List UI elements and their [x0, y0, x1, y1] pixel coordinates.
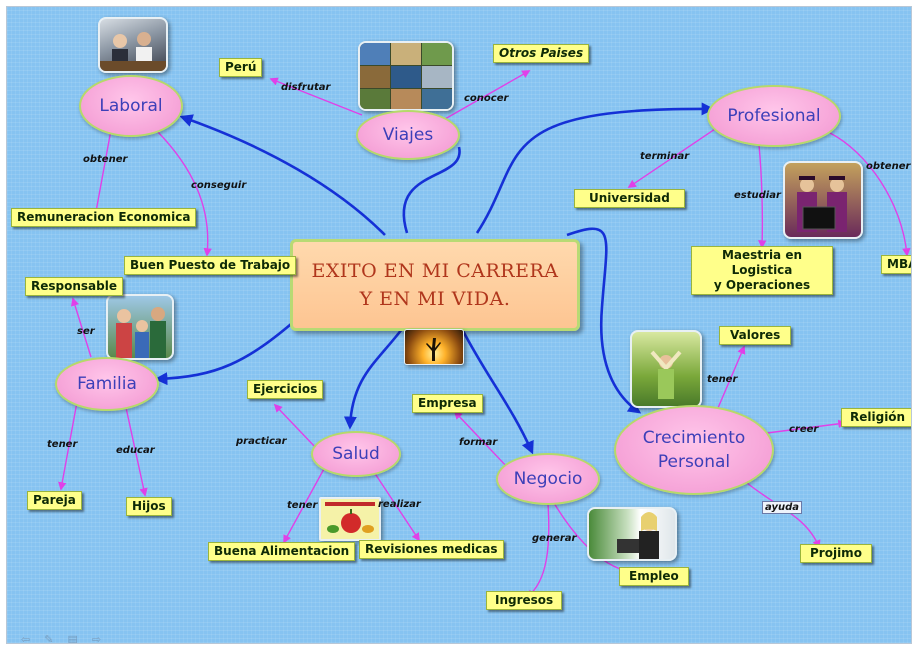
link-central-viajes — [402, 146, 461, 234]
box-responsable[interactable]: Responsable — [25, 277, 123, 296]
node-profesional-label: Profesional — [727, 106, 821, 126]
label-tener-crecimiento: tener — [707, 374, 738, 385]
link-central-laboral — [179, 114, 386, 236]
node-familia-label: Familia — [77, 374, 137, 394]
box-empresa[interactable]: Empresa — [412, 394, 483, 413]
central-topic-line2: Y EN MI VIDA. — [359, 288, 511, 310]
box-maestria[interactable]: Maestria en Logistica y Operaciones — [691, 246, 833, 295]
box-maestria-line1: Maestria en Logistica — [721, 248, 803, 277]
node-profesional[interactable]: Profesional — [707, 85, 841, 147]
node-negocio-label: Negocio — [513, 469, 583, 489]
label-ayuda: ayuda — [762, 501, 802, 514]
box-mba[interactable]: MBA — [881, 255, 911, 274]
box-ingresos[interactable]: Ingresos — [486, 591, 563, 610]
node-viajes-label: Viajes — [382, 125, 434, 145]
box-maestria-line2: y Operaciones — [713, 278, 811, 292]
box-projimo[interactable]: Projimo — [800, 544, 872, 563]
link-central-familia — [154, 318, 298, 386]
travel-collage-photo — [358, 41, 454, 111]
label-tener-familia: tener — [47, 439, 78, 450]
node-crecimiento-line1: Crecimiento — [642, 428, 746, 448]
label-practicar: practicar — [236, 436, 287, 447]
box-universidad[interactable]: Universidad — [574, 189, 685, 208]
label-generar: generar — [532, 533, 577, 544]
label-disfrutar: disfrutar — [281, 82, 331, 93]
box-hijos[interactable]: Hijos — [126, 497, 172, 516]
central-topic[interactable]: EXITO EN MI CARRERA Y EN MI VIDA. — [290, 239, 580, 331]
node-viajes[interactable]: Viajes — [356, 110, 460, 160]
box-buen-puesto-de-trabajo[interactable]: Buen Puesto de Trabajo — [124, 256, 297, 275]
label-creer: creer — [789, 424, 819, 435]
menu-icon[interactable]: ▤ — [67, 634, 78, 644]
mind-map-canvas: EXITO EN MI CARRERA Y EN MI VIDA. — [6, 6, 912, 644]
label-conseguir: conseguir — [191, 180, 247, 191]
node-familia[interactable]: Familia — [55, 357, 159, 411]
label-conocer: conocer — [464, 93, 509, 104]
box-religion[interactable]: Religión — [841, 408, 911, 427]
box-revisiones-medicas[interactable]: Revisiones medicas — [359, 540, 504, 559]
label-educar: educar — [116, 445, 155, 456]
node-laboral-label: Laboral — [99, 96, 163, 116]
label-formar: formar — [459, 437, 498, 448]
box-remuneracion-economica[interactable]: Remuneracion Economica — [11, 208, 197, 227]
label-obtener-laboral: obtener — [83, 154, 128, 165]
family-photo — [106, 294, 174, 360]
box-ejercicios[interactable]: Ejercicios — [247, 380, 324, 399]
box-empleo[interactable]: Empleo — [619, 567, 689, 586]
business-woman-photo — [587, 507, 677, 561]
label-estudiar: estudiar — [734, 190, 781, 201]
box-peru[interactable]: Perú — [219, 58, 263, 77]
central-topic-line1: EXITO EN MI CARRERA — [311, 260, 559, 282]
link-central-salud — [343, 328, 404, 430]
pen-icon[interactable]: ✎ — [44, 634, 54, 644]
node-crecimiento-personal[interactable]: Crecimiento Personal — [614, 405, 774, 495]
box-valores[interactable]: Valores — [719, 326, 792, 345]
label-ser: ser — [77, 326, 95, 337]
link-central-negocio — [460, 328, 534, 455]
box-buena-alimentacion[interactable]: Buena Alimentacion — [208, 542, 356, 561]
label-obtener-profesional: obtener — [866, 161, 911, 172]
box-pareja[interactable]: Pareja — [27, 491, 82, 510]
health-poster-image — [319, 497, 381, 541]
link-central-profesional — [475, 102, 715, 234]
label-tener-salud: tener — [287, 500, 318, 511]
graduates-photo — [783, 161, 863, 239]
box-otros-paises[interactable]: Otros Paises — [493, 44, 590, 63]
node-salud[interactable]: Salud — [311, 431, 401, 477]
label-realizar: realizar — [378, 499, 421, 510]
sunset-silhouette-photo — [404, 329, 464, 365]
node-crecimiento-line2: Personal — [657, 452, 731, 472]
label-terminar: terminar — [640, 151, 690, 162]
woman-in-nature-photo — [630, 330, 702, 408]
node-salud-label: Salud — [332, 444, 380, 464]
slide-toolbar: ⇦ ✎ ▤ ⇨ — [21, 633, 102, 644]
office-meeting-photo — [98, 17, 168, 73]
next-arrow-icon[interactable]: ⇨ — [91, 634, 102, 644]
prev-arrow-icon[interactable]: ⇦ — [21, 634, 31, 644]
node-laboral[interactable]: Laboral — [79, 75, 183, 137]
node-negocio[interactable]: Negocio — [496, 453, 600, 505]
link-central-crecimiento — [566, 227, 642, 414]
